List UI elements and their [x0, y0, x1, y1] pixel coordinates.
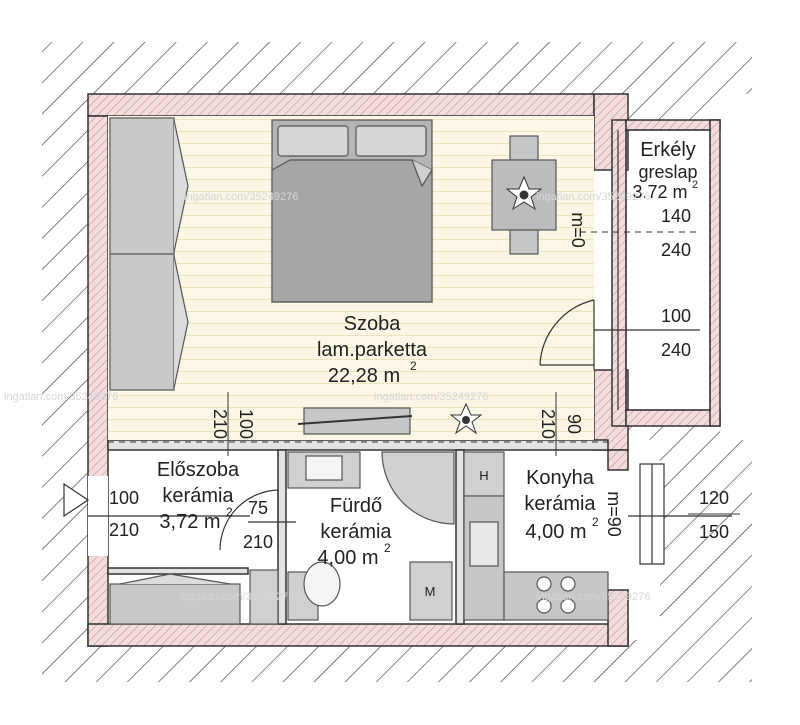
room-area-sup-furdo: 2	[384, 541, 391, 555]
walls	[87, 93, 721, 647]
dim-szoba-door-left-b: 100	[236, 409, 256, 439]
kitchen-fixtures	[463, 451, 609, 621]
dim-furdo-door-top: 75	[248, 498, 268, 518]
label-furdo: Fürdő kerámia 4,00 m 2	[317, 495, 392, 569]
label-eloszoba: Előszoba kerámia 3,72 m 2	[157, 459, 240, 533]
entry-door	[63, 482, 250, 518]
dim-furdo-door-bottom: 210	[243, 532, 273, 552]
dining-table	[491, 135, 557, 255]
dim-erkely-top: 140	[661, 206, 691, 226]
plant-icon	[505, 175, 543, 211]
dimension-labels: 140 240 100 240 120 150 100 210 75 210 2…	[109, 206, 740, 552]
wardrobe	[109, 117, 189, 391]
room-area-furdo: 4,00 m	[317, 547, 378, 569]
watermarks: ingatlan.com/35249276 ingatlan.com/35249…	[4, 191, 650, 603]
label-konyha: Konyha kerámia 4,00 m 2	[524, 467, 599, 543]
room-area-eloszoba: 3,72 m	[159, 511, 220, 533]
room-name-furdo: Fürdő	[330, 495, 382, 517]
bath-letter: M	[425, 584, 436, 599]
room-area-sup-konyha: 2	[592, 515, 599, 529]
watermark: ingatlan.com/35249276	[536, 191, 650, 203]
watermark: ingatlan.com/35249276	[184, 191, 298, 203]
watermark: ingatlan.com/35249276	[536, 591, 650, 603]
room-area-erkely: 3.72 m	[632, 182, 687, 202]
room-floor-eloszoba: kerámia	[162, 485, 234, 507]
dim-konyha-window-bottom: 150	[699, 522, 729, 542]
fridge-letter: H	[479, 468, 488, 483]
plant-icon	[449, 402, 483, 435]
dim-szoba-door-left-a: 210	[210, 409, 230, 439]
dim-balcony-door-top: 100	[661, 306, 691, 326]
room-area-konyha: 4,00 m	[525, 521, 586, 543]
double-bed	[271, 119, 433, 303]
watermark: ingatlan.com/35249276	[374, 391, 488, 403]
balcony-door	[539, 299, 595, 370]
hall-cabinet	[109, 573, 241, 625]
room-floor-szoba: lam.parketta	[317, 339, 428, 361]
room-floor-erkely: greslap	[638, 162, 697, 182]
room-floor-konyha: kerámia	[524, 493, 596, 515]
room-floor-furdo: kerámia	[320, 521, 392, 543]
room-area-sup-eloszoba: 2	[226, 505, 233, 519]
dim-m90: m=90	[604, 491, 624, 537]
watermark: ingatlan.com/35249276	[180, 591, 294, 603]
room-name-eloszoba: Előszoba	[157, 459, 240, 481]
kitchen-window	[628, 463, 732, 565]
dim-szoba-door-right-b: 90	[564, 414, 584, 434]
room-name-szoba: Szoba	[344, 313, 402, 335]
label-szoba: Szoba lam.parketta 22,28 m 2	[317, 313, 428, 387]
room-area-sup-erkely: 2	[692, 179, 698, 191]
room-area-sup-szoba: 2	[410, 359, 417, 373]
dim-erkely-bottom: 240	[661, 240, 691, 260]
watermark: ingatlan.com/35249276	[4, 391, 118, 403]
dim-szoba-door-right-a: 210	[538, 409, 558, 439]
room-name-erkely: Erkély	[640, 139, 696, 161]
tv-cabinet	[297, 407, 413, 435]
label-erkely: Erkély greslap 3.72 m 2	[632, 139, 698, 202]
section-lines	[108, 231, 700, 443]
room-area-szoba: 22,28 m	[328, 365, 400, 387]
dim-konyha-window-top: 120	[699, 488, 729, 508]
balcony	[594, 129, 711, 411]
dim-balcony-door-bottom: 240	[661, 340, 691, 360]
bathroom-fixtures	[249, 451, 455, 625]
dim-entry-bottom: 210	[109, 520, 139, 540]
room-name-konyha: Konyha	[526, 467, 595, 489]
dim-m0: m=0	[568, 212, 588, 248]
furdo-door	[219, 489, 296, 551]
dim-entry-top: 100	[109, 488, 139, 508]
